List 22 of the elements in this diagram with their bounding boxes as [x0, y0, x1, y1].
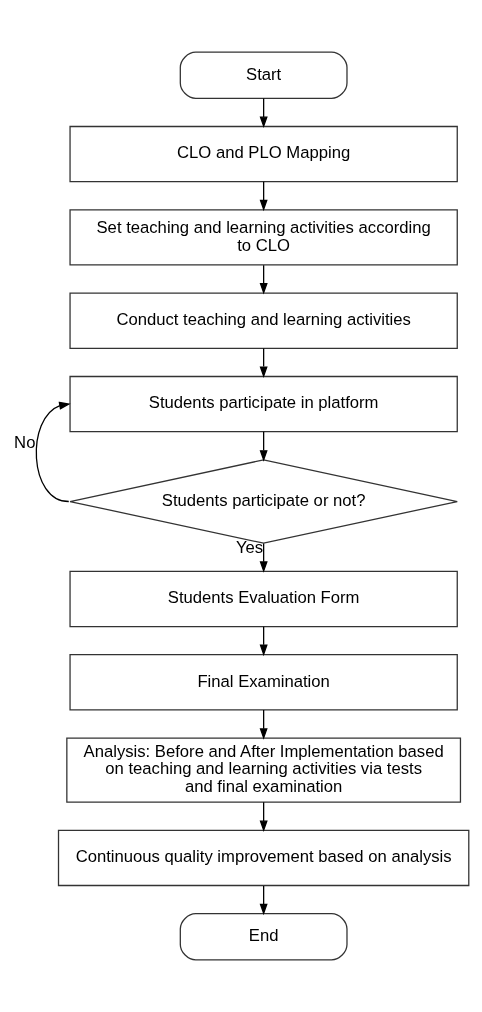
node-box: Start	[179, 51, 348, 99]
node-box: Set teaching and learning activities according to CLO	[69, 209, 458, 266]
arrow	[259, 347, 268, 378]
arrow	[259, 626, 268, 657]
arrow	[259, 97, 268, 129]
node-box: End	[179, 913, 348, 961]
node-box: Continuous quality improvement based on analysis	[57, 829, 470, 887]
node-box: CLO and PLO Mapping	[69, 125, 458, 183]
node-box: Students participate in platform	[69, 375, 458, 433]
arrow	[259, 542, 268, 573]
arrow	[259, 264, 268, 295]
arrow	[259, 709, 268, 740]
node-box: Students Evaluation Form	[69, 570, 458, 628]
arrow	[259, 801, 268, 833]
arrow	[259, 181, 268, 212]
arrow	[259, 885, 268, 916]
node-box: Analysis: Before and After Implementation based on teaching and learning activities via tests and final examination	[66, 737, 462, 803]
edge-label: No	[14, 433, 36, 453]
arrow	[259, 431, 268, 462]
arrow	[35, 401, 71, 503]
node-box: Final Examination	[69, 654, 458, 711]
node-box: Conduct teaching and learning activities	[69, 292, 458, 349]
